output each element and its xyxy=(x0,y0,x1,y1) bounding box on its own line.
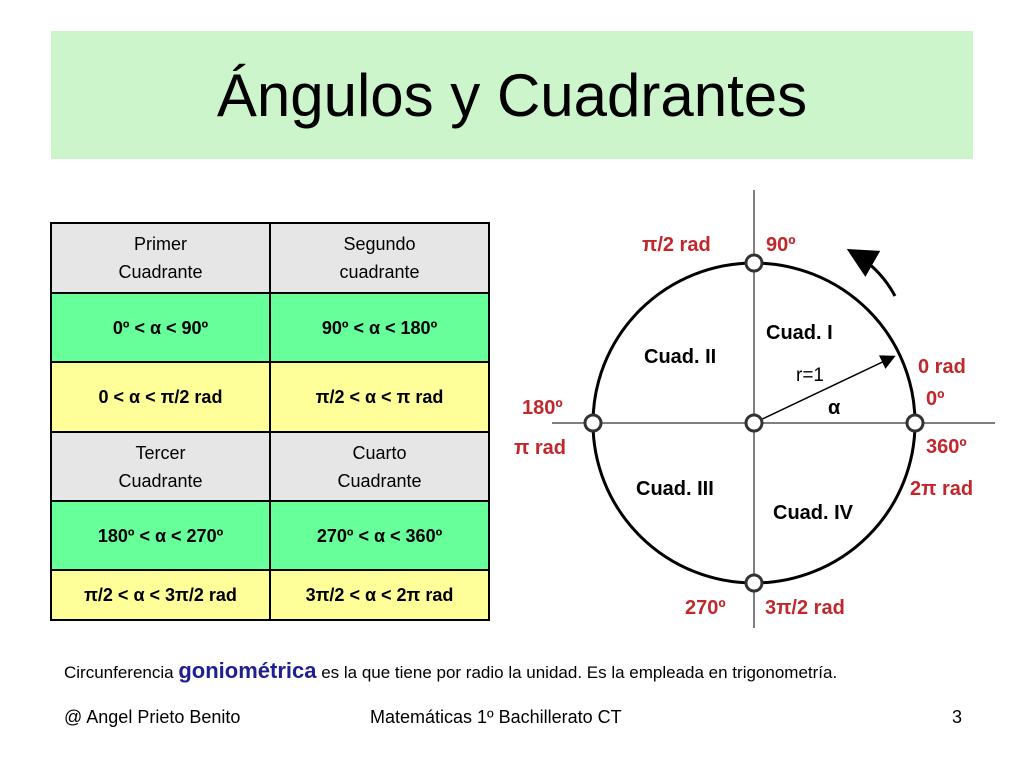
table-cell: π/2 < α < 3π/2 rad xyxy=(50,569,271,621)
label-top-rad: π/2 rad xyxy=(642,234,711,256)
title-banner: Ángulos y Cuadrantes xyxy=(51,31,973,159)
quadrant-label-2: Cuad. II xyxy=(644,346,716,368)
label-right-rad: 0 rad xyxy=(918,356,966,378)
point-bottom xyxy=(744,573,764,593)
label-top-deg: 90º xyxy=(766,234,796,256)
quadrant-label-4: Cuad. IV xyxy=(773,502,854,524)
table-cell: Segundo cuadrante xyxy=(269,222,490,294)
table-cell: 0 < α < π/2 rad xyxy=(50,361,271,433)
point-left xyxy=(583,413,603,433)
note-emphasis: goniométrica xyxy=(178,658,317,683)
table-cell: π/2 < α < π rad xyxy=(269,361,490,433)
footer-page-number: 3 xyxy=(952,707,963,727)
note-text-start: Circunferencia xyxy=(64,663,179,682)
table-cell: Cuarto Cuadrante xyxy=(269,431,490,502)
table-cell: 3π/2 < α < 2π rad xyxy=(269,569,490,621)
point-right xyxy=(905,413,925,433)
radius-label: r=1 xyxy=(796,365,824,386)
point-top xyxy=(744,253,764,273)
note-text-end: es la que tiene por radio la unidad. Es … xyxy=(316,663,838,682)
rotation-arrow xyxy=(846,249,897,297)
footer-course: Matemáticas 1º Bachillerato CT xyxy=(370,707,622,727)
label-right-deg-full: 360º xyxy=(926,436,967,458)
table-cell: 270º < α < 360º xyxy=(269,500,490,571)
label-left-rad: π rad xyxy=(514,437,566,459)
page-title: Ángulos y Cuadrantes xyxy=(216,61,808,129)
table-cell: Primer Cuadrante xyxy=(50,222,271,294)
label-right-deg: 0º xyxy=(926,388,944,410)
quadrant-label-3: Cuad. III xyxy=(636,478,714,500)
angle-label: α xyxy=(828,397,841,419)
label-left-deg: 180º xyxy=(522,397,563,419)
label-bottom-deg: 270º xyxy=(685,597,726,619)
table-cell: 0º < α < 90º xyxy=(50,292,271,363)
footer-author: @ Angel Prieto Benito xyxy=(64,707,241,727)
radius-arrow xyxy=(753,355,896,424)
quadrant-label-1: Cuad. I xyxy=(766,322,833,344)
definition-note: Circunferencia goniométrica es la que ti… xyxy=(64,658,984,684)
table-cell: 180º < α < 270º xyxy=(50,500,271,571)
label-right-rad-full: 2π rad xyxy=(910,478,973,500)
point-center xyxy=(744,413,764,433)
label-bottom-rad: 3π/2 rad xyxy=(765,597,845,619)
table-cell: Tercer Cuadrante xyxy=(50,431,271,502)
table-cell: 90º < α < 180º xyxy=(269,292,490,363)
quadrant-table: Primer Cuadrante Segundo cuadrante 0º < … xyxy=(50,222,490,621)
